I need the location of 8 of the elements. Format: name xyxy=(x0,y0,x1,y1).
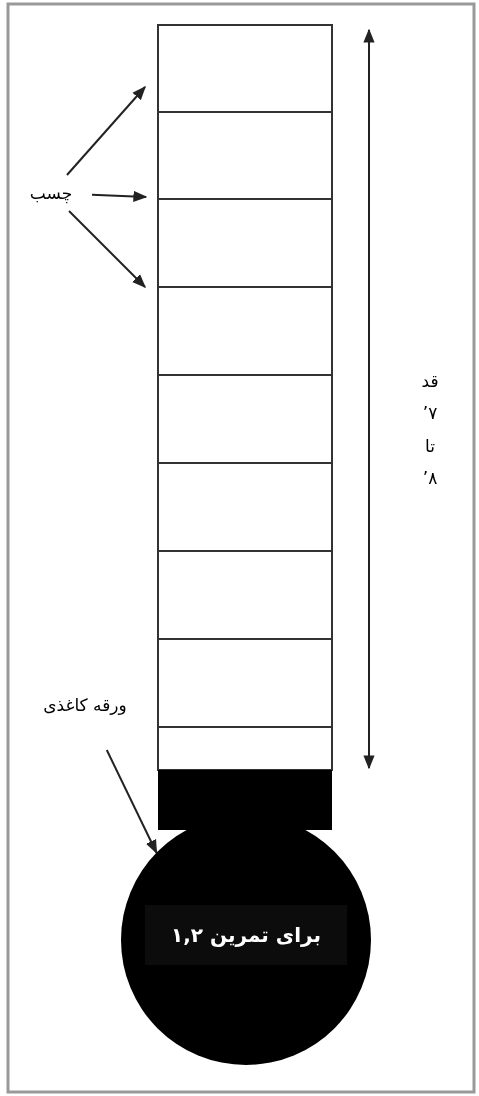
leader-arrow xyxy=(65,85,146,176)
leader-arrow xyxy=(91,190,148,203)
callout-text: چسب xyxy=(29,182,73,206)
height-label: قد ۷’ تا ۸’ xyxy=(420,370,440,490)
bulb-caption: برای تمرین ۱,۲ xyxy=(145,905,347,965)
callout-text: ورقه کاغذی xyxy=(43,694,127,717)
leader-arrow xyxy=(68,210,146,288)
leader-arrow xyxy=(105,749,158,854)
